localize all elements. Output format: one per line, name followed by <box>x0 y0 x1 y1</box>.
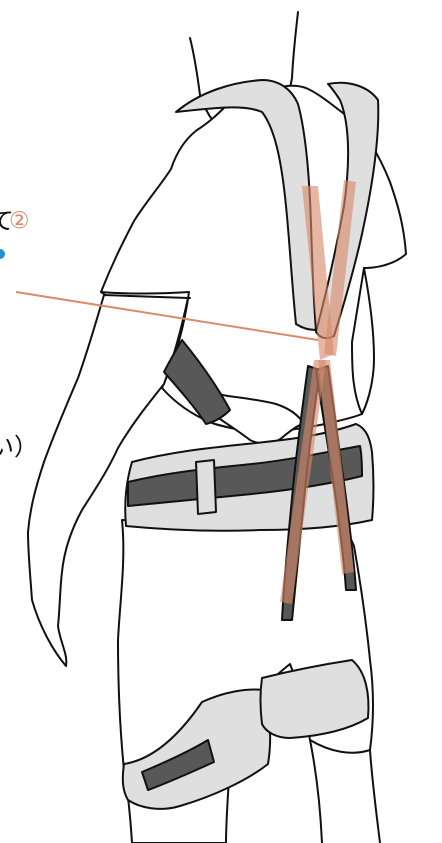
callout-anchor-dot <box>0 249 5 259</box>
belt-buckle <box>196 460 216 514</box>
left-text-fragment: い） <box>0 433 38 461</box>
front-leg <box>310 740 380 843</box>
callout-number: ② <box>9 208 30 234</box>
front-arm-upper <box>362 268 374 414</box>
